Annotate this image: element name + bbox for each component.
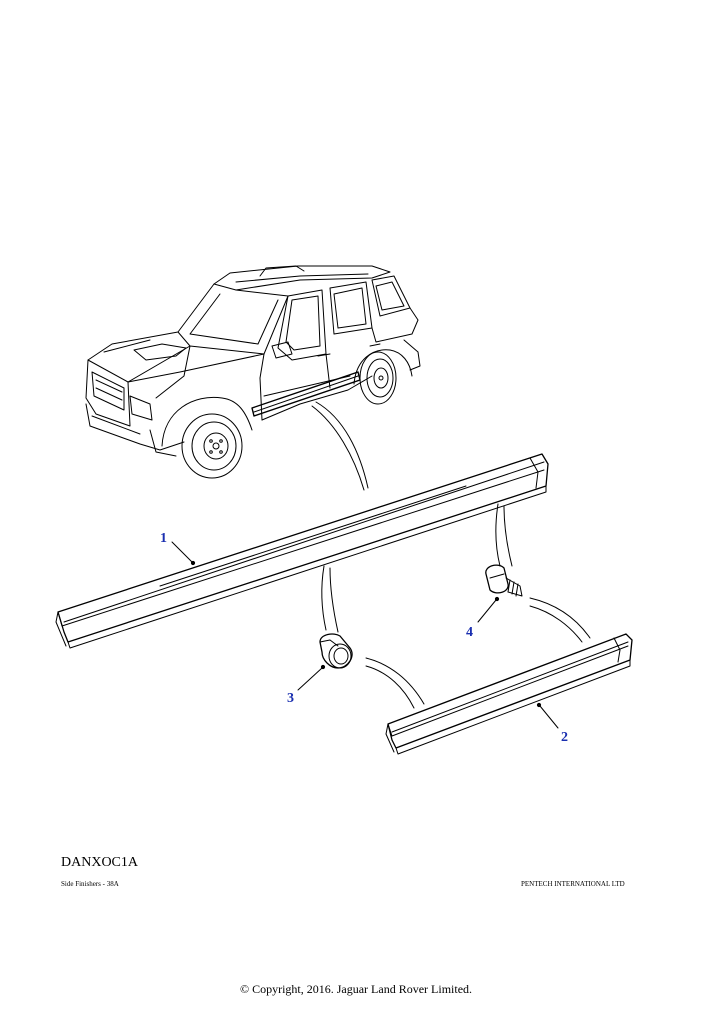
diagram-vendor: PENTECH INTERNATIONAL LTD: [521, 880, 625, 888]
pointer-2: [539, 705, 559, 729]
finisher-long: [55, 453, 549, 649]
callout-3[interactable]: 3: [287, 691, 294, 706]
finisher-short: [385, 633, 633, 755]
callout-1[interactable]: 1: [160, 531, 167, 546]
diagram-code: DANXOC1A: [61, 855, 138, 870]
pointer-4: [477, 599, 497, 623]
clip-grommet: [319, 633, 353, 669]
screw: [485, 564, 523, 597]
pointer-1: [171, 541, 193, 563]
callout-2[interactable]: 2: [561, 730, 568, 745]
pointer-3: [297, 667, 323, 691]
copyright-notice: © Copyright, 2016. Jaguar Land Rover Lim…: [239, 982, 473, 996]
callout-4[interactable]: 4: [466, 625, 473, 640]
vehicle-illustration: [85, 265, 421, 491]
diagram-title: Side Finishers - 38A: [61, 880, 119, 888]
